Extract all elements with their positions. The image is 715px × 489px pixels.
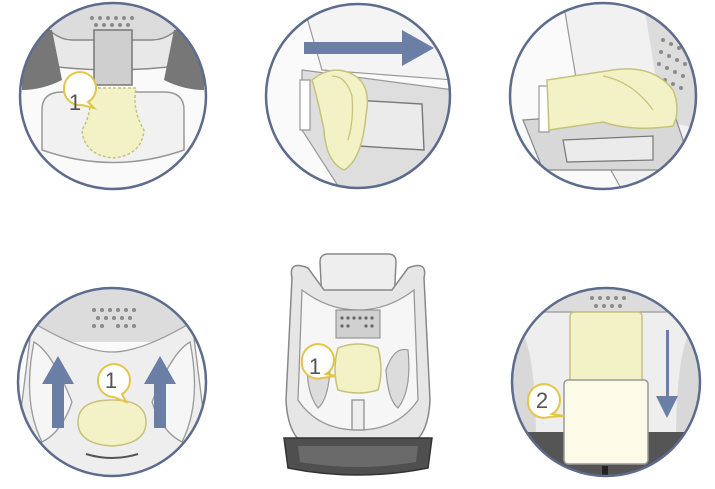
- step-panel-flatten-pad: [503, 0, 703, 192]
- step-panel-fold-pad: 2: [506, 282, 706, 482]
- car-seat-overview: 1: [278, 250, 438, 485]
- step-number: 1: [105, 368, 117, 393]
- step-panel-insert-pad: 1: [12, 0, 214, 192]
- step-panel-slide-pad: [262, 0, 454, 192]
- step-number: 1: [309, 354, 321, 379]
- step-number: 2: [536, 388, 548, 413]
- step-number: 1: [69, 90, 81, 115]
- step-panel-pull-straps: 1: [12, 282, 212, 482]
